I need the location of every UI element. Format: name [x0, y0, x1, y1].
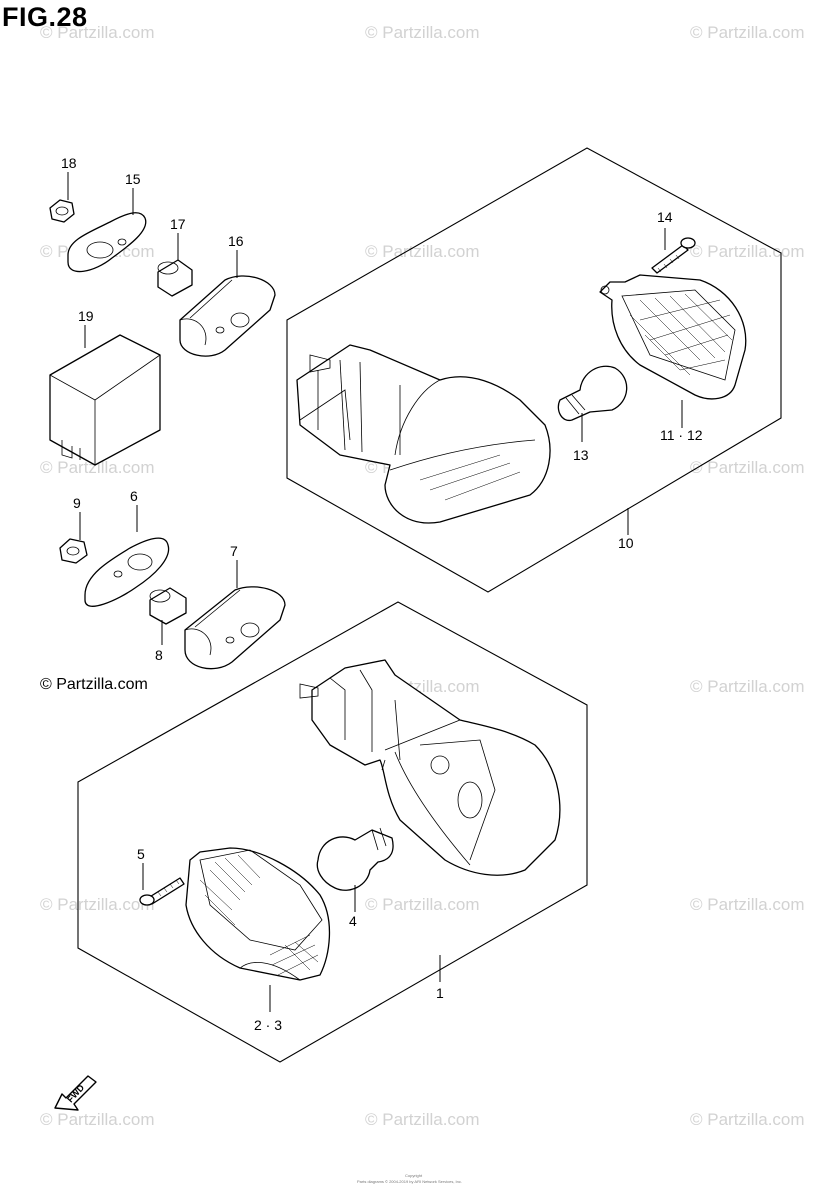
callout-18: 18: [61, 155, 77, 171]
part-2-3-lens: [185, 847, 331, 981]
part-7-cushion: [184, 586, 286, 670]
watermark: © Partzilla.com: [40, 23, 155, 42]
part-14-screw: [651, 237, 696, 274]
watermark: © Partzilla.com: [690, 677, 805, 696]
watermark: © Partzilla.com: [690, 895, 805, 914]
callout-1: 1: [436, 985, 444, 1001]
part-5-screw: [139, 877, 185, 906]
figure-title: FIG.28: [2, 2, 88, 32]
watermark: © Partzilla.com: [365, 23, 480, 42]
part-19-relay: [49, 334, 161, 466]
callout-7: 7: [230, 543, 238, 559]
callout-17: 17: [170, 216, 186, 232]
watermark: © Partzilla.com: [40, 1110, 155, 1129]
part-18-nut: [49, 199, 75, 223]
footer-line-1: Copyright: [405, 1173, 423, 1178]
callout-19: 19: [78, 308, 94, 324]
callout-9: 9: [73, 495, 81, 511]
watermark: © Partzilla.com: [690, 1110, 805, 1129]
watermark: © Partzilla.com: [40, 895, 155, 914]
watermark: © Partzilla.com: [40, 458, 155, 477]
callout-10: 10: [618, 535, 634, 551]
watermark: © Partzilla.com: [690, 458, 805, 477]
watermark: © Partzilla.com: [365, 242, 480, 261]
callout-13: 13: [573, 447, 589, 463]
footer-line-2: Parts diagrams © 2004-2019 by ARI Networ…: [357, 1179, 462, 1184]
watermark: © Partzilla.com: [365, 1110, 480, 1129]
callout-8: 8: [155, 647, 163, 663]
callout-2-3: 2 · 3: [254, 1017, 282, 1033]
callout-5: 5: [137, 846, 145, 862]
part-6-plate: [84, 537, 170, 607]
watermark: © Partzilla.com: [365, 895, 480, 914]
callout-14: 14: [657, 209, 673, 225]
watermark: © Partzilla.com: [690, 23, 805, 42]
callout-16: 16: [228, 233, 244, 249]
part-9-nut: [59, 538, 88, 564]
assembly-1-outline: [77, 601, 588, 1063]
part-15-plate: [67, 212, 147, 273]
part-10-turn-signal: [296, 344, 551, 524]
part-8-collar: [149, 587, 187, 625]
part-11-12-lens: [599, 274, 747, 400]
callout-6: 6: [130, 488, 138, 504]
callout-4: 4: [349, 913, 357, 929]
callout-15: 15: [125, 171, 141, 187]
part-16-cushion: [179, 275, 276, 357]
part-17-collar: [157, 259, 193, 297]
copyright-notice: © Partzilla.com: [40, 676, 148, 693]
part-13-bulb: [557, 365, 628, 422]
part-1-turn-signal: [299, 659, 561, 876]
watermark-layer: © Partzilla.com © Partzilla.com © Partzi…: [40, 23, 805, 1129]
callout-11-12: 11 · 12: [660, 427, 703, 443]
assembly-10-outline: [286, 147, 782, 593]
fwd-arrow-icon: FWD: [54, 1075, 97, 1111]
part-4-bulb: [316, 827, 394, 891]
watermark: © Partzilla.com: [690, 242, 805, 261]
